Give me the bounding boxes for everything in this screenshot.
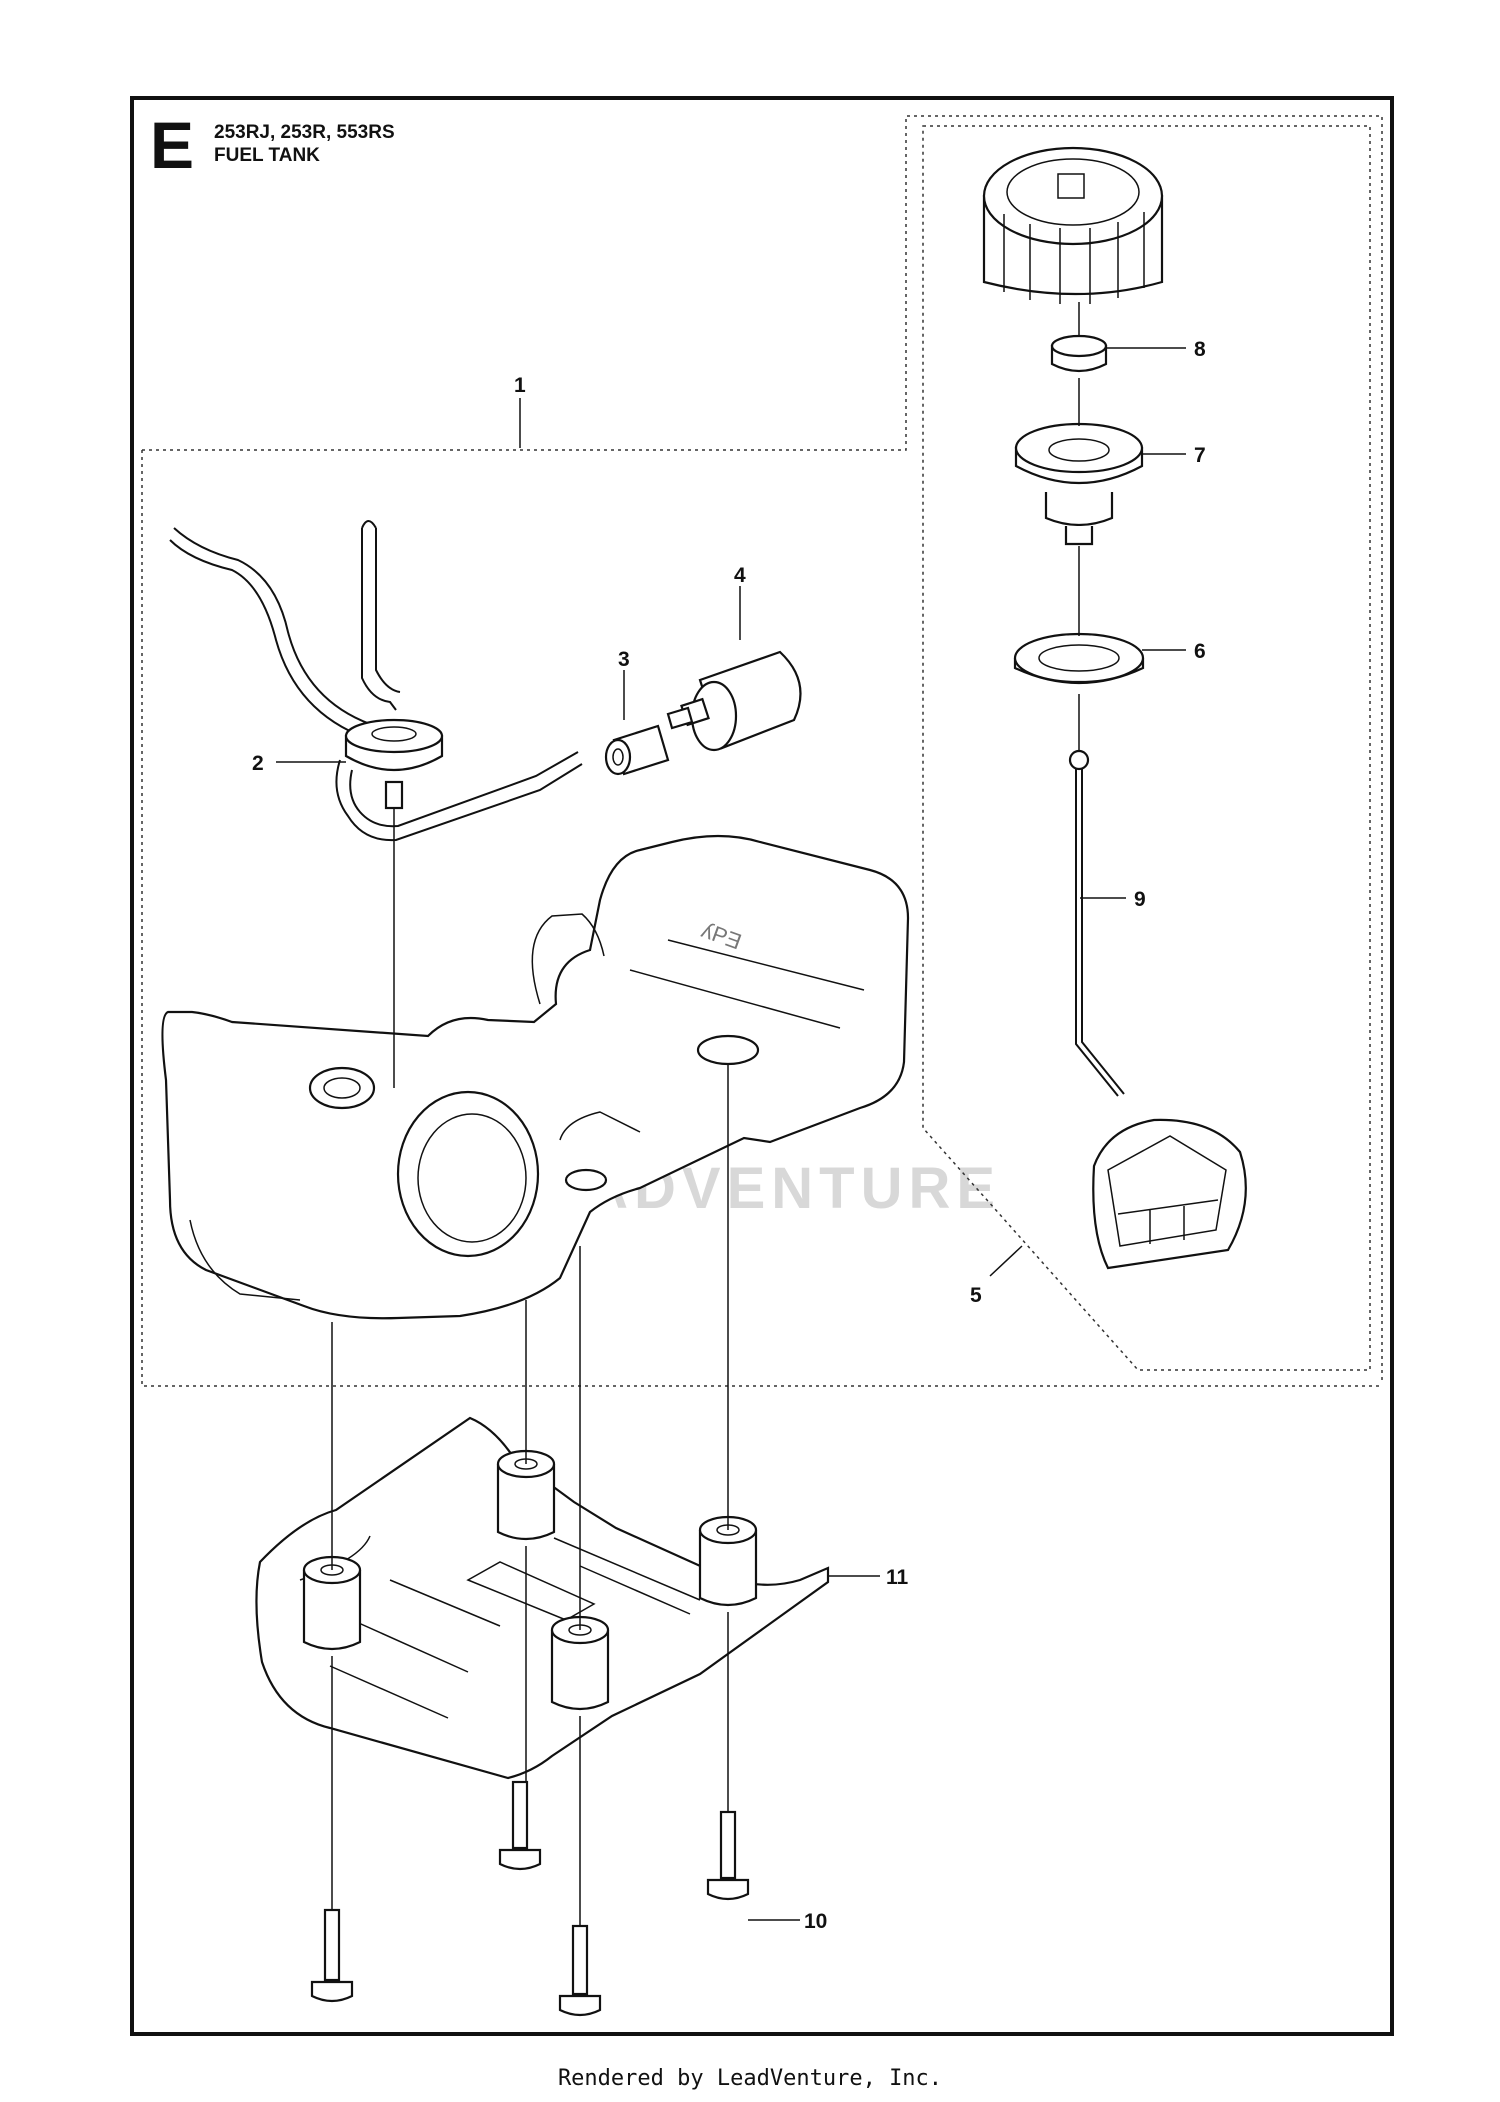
callout-5: 5 (970, 1284, 982, 1307)
fuel-hoses (169, 520, 583, 842)
callout-10: 10 (804, 1910, 827, 1933)
screw-3 (558, 1924, 602, 2017)
callout-6: 6 (1194, 640, 1206, 663)
screw-1 (310, 1908, 354, 2003)
part-11-skid-plate (255, 1416, 830, 1780)
model-list: 253RJ, 253R, 553RS (214, 122, 395, 143)
fuel-cap (982, 146, 1164, 304)
footer-credit: Rendered by LeadVenture, Inc. (557, 2066, 943, 2091)
diagram-frame (130, 96, 1394, 2036)
part-2-grommet (344, 718, 444, 810)
screw-4 (706, 1810, 750, 1901)
part-8-seal (1050, 334, 1108, 373)
part-6-washer (1013, 632, 1145, 685)
section-letter: E (150, 108, 195, 182)
assembly-1-outline (142, 115, 1383, 1382)
callout-1: 1 (514, 374, 526, 397)
part-10-screws (310, 1780, 750, 2017)
leader-5 (989, 1245, 1023, 1277)
assembly-5-outline (922, 125, 1371, 1371)
part-9-fuel-pickup (1068, 749, 1247, 1270)
callout-4: 4 (734, 564, 746, 587)
fuel-tank: ʎPƎ (161, 834, 910, 1320)
screw-2 (498, 1780, 542, 1871)
callout-2: 2 (252, 752, 264, 775)
callout-7: 7 (1194, 444, 1206, 467)
callout-11: 11 (886, 1566, 909, 1589)
callout-9: 9 (1134, 888, 1146, 911)
part-7-cap-body (1014, 422, 1144, 546)
part-3-sleeve (604, 724, 670, 776)
part-4-fuel-filter (666, 650, 802, 752)
callout-8: 8 (1194, 338, 1206, 361)
alignment-axes (331, 808, 729, 1926)
callout-3: 3 (618, 648, 630, 671)
diagram-title: FUEL TANK (214, 145, 320, 166)
